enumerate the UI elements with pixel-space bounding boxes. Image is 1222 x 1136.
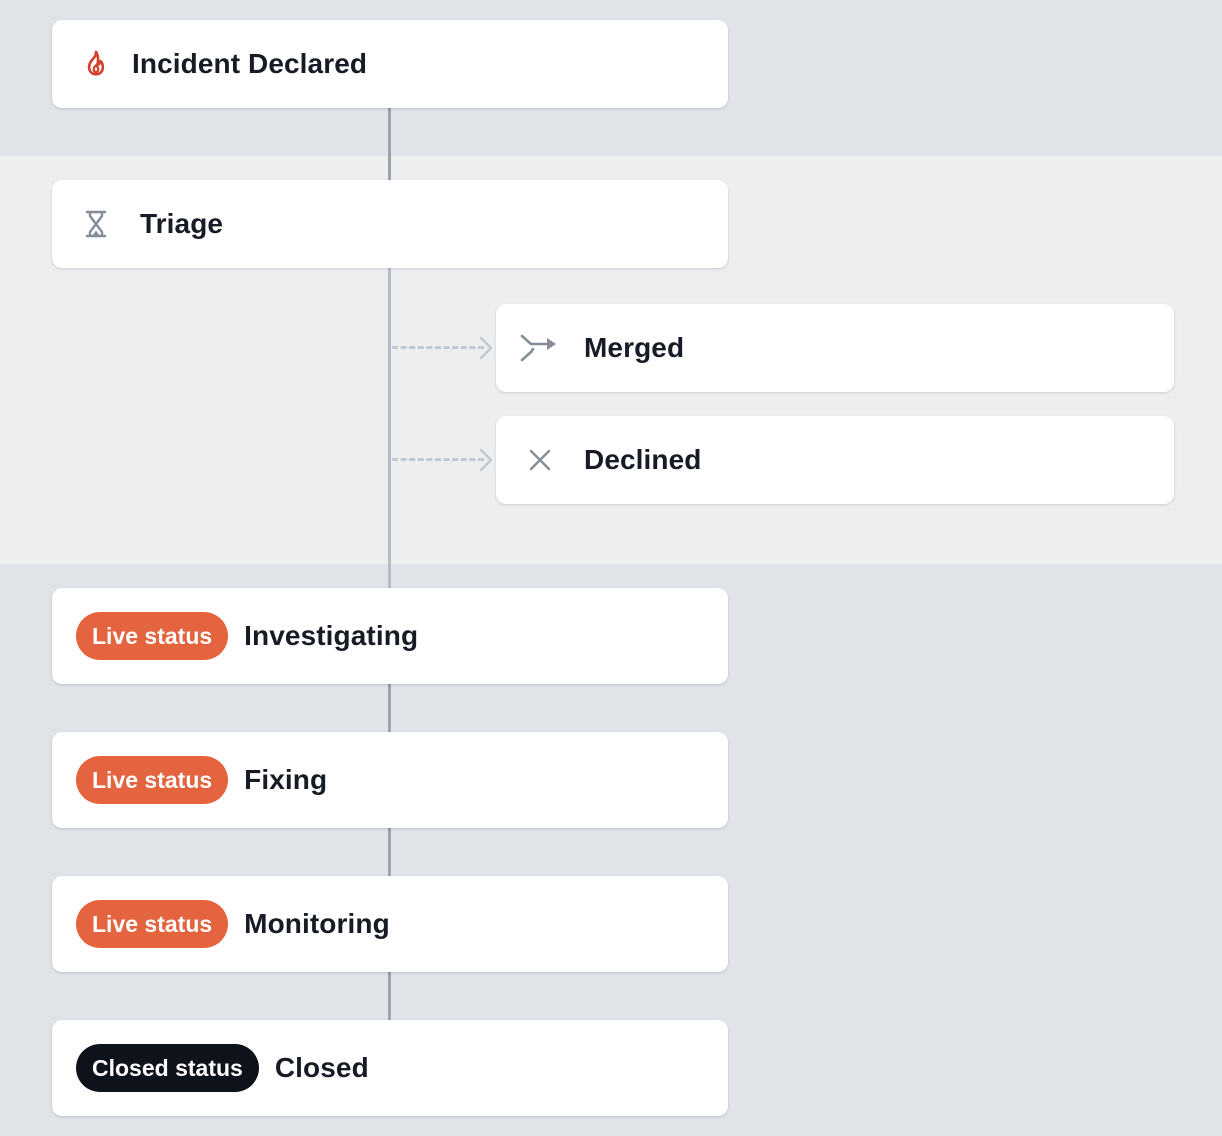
branch-connector-merged (392, 346, 484, 349)
branch-declined[interactable]: Declined (496, 416, 1174, 504)
stage-label: Monitoring (244, 908, 390, 939)
stage-closed[interactable]: Closed status Closed (52, 1020, 728, 1116)
stage-label: Triage (140, 208, 224, 239)
live-status-badge: Live status (76, 900, 229, 948)
stage-investigating[interactable]: Live status Investigating (52, 588, 728, 684)
closed-status-badge: Closed status (76, 1044, 259, 1092)
stage-incident-declared[interactable]: Incident Declared (52, 20, 728, 108)
merge-arrow-icon (518, 332, 562, 364)
stage-label: Closed (274, 1052, 369, 1083)
connector-declared-triage (388, 108, 391, 180)
branch-connector-declined (392, 458, 484, 461)
live-status-badge: Live status (76, 612, 229, 660)
stage-fixing[interactable]: Live status Fixing (52, 732, 728, 828)
branch-arrowhead-merged (479, 336, 493, 360)
connector-investigating-fixing (388, 684, 391, 732)
stage-monitoring[interactable]: Live status Monitoring (52, 876, 728, 972)
fire-icon (80, 48, 112, 80)
stage-label: Incident Declared (132, 48, 368, 79)
hourglass-icon (82, 208, 110, 240)
branch-label: Declined (584, 444, 702, 475)
stage-label: Fixing (244, 764, 328, 795)
branch-arrowhead-declined (479, 448, 493, 472)
live-status-badge: Live status (76, 756, 229, 804)
stage-triage[interactable]: Triage (52, 180, 728, 268)
connector-triage-investigating (388, 268, 391, 588)
branch-merged[interactable]: Merged (496, 304, 1174, 392)
stage-label: Investigating (244, 620, 419, 651)
connector-fixing-monitoring (388, 828, 391, 876)
branch-label: Merged (584, 332, 685, 363)
connector-monitoring-closed (388, 972, 391, 1020)
close-x-icon (524, 444, 556, 476)
